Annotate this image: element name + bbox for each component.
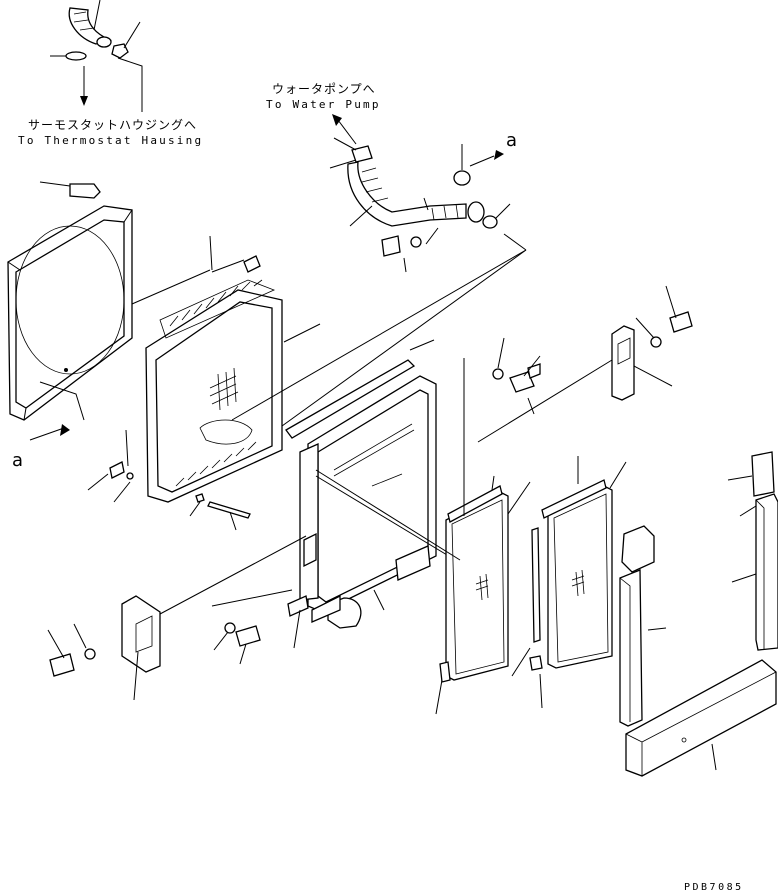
thermostat-label-en: To Thermostat Hausing [18,134,204,147]
seal-parts [619,451,778,777]
water-pump-label-jp: ウォータポンプへ [272,82,376,96]
connection-mark-a-right: a [506,130,518,151]
screen-panel-left [435,358,509,715]
drawing-code: PDB7085 [684,882,744,893]
radiator-frame [285,339,463,649]
water-pump-label-en: To Water Pump [266,98,381,111]
right-bracket [477,285,693,443]
connection-mark-a-left: a [12,450,24,471]
upper-hose-to-thermostat [50,0,143,112]
thermostat-label-jp: サーモスタットハウジングへ [28,118,198,132]
water-pump-hose [329,114,527,273]
screen-panel-right [507,456,627,709]
radiator-core [131,235,527,503]
drain-parts [87,429,251,531]
fan-shroud [7,181,133,441]
left-bracket [47,535,307,701]
leader-lines [231,249,527,561]
